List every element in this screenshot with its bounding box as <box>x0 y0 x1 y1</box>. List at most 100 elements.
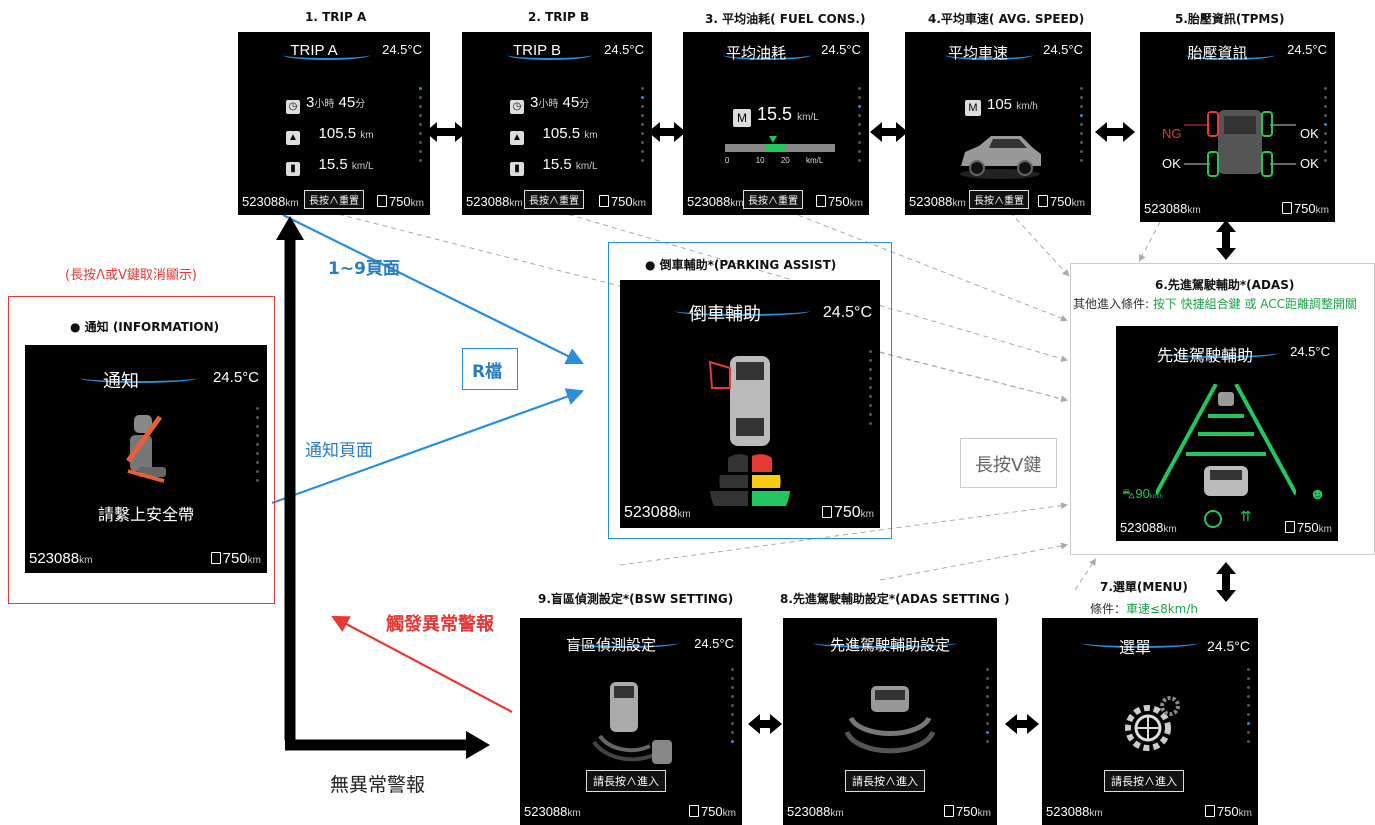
consumption-unit: km/L <box>575 161 598 172</box>
label-abnormal: 觸發異常警報 <box>386 614 494 635</box>
label-notice-page: 通知頁面 <box>305 441 373 461</box>
temperature: 24.5°C <box>382 42 422 57</box>
seatbelt-icon <box>125 415 166 483</box>
page-indicator <box>986 668 989 749</box>
clock-icon: ◷ <box>286 100 300 114</box>
page-indicator <box>858 87 861 168</box>
parking-sensor-graphic <box>708 356 790 506</box>
page-indicator <box>419 87 422 168</box>
enter-button[interactable]: 請長按∧進入 <box>586 770 666 792</box>
info-message: 請繫上安全帶 <box>97 507 194 524</box>
temperature: 24.5°C <box>1043 42 1083 57</box>
odometer: 523088km <box>787 804 844 819</box>
fuel-icon <box>943 805 954 817</box>
fuel-icon <box>815 195 826 207</box>
enter-button[interactable]: 請長按∧進入 <box>1104 770 1184 792</box>
title-menu: 7.選單(MENU) <box>1100 580 1188 594</box>
screen-header: 選單 <box>1118 640 1151 657</box>
fuel-icon <box>376 195 387 207</box>
title-trip-b: 2. TRIP B <box>528 10 590 24</box>
odometer: 523088km <box>909 194 966 209</box>
distance-unit: km <box>360 130 374 141</box>
adas-condition: 其他進入條件: 按下 快捷組合鍵 或 ACC距離調整開關 <box>1073 295 1373 312</box>
fuel-icon <box>1037 195 1048 207</box>
road-icon: ▲ <box>510 131 524 145</box>
scale-unit: km/L <box>805 156 824 165</box>
screen-header: 通知 <box>103 371 139 391</box>
label-long-press-v: 長按V鍵 <box>975 455 1042 476</box>
temperature: 24.5°C <box>1290 344 1330 359</box>
set-speed: ⛍90km/h <box>1122 486 1163 504</box>
screen-header: 盲區偵測設定 <box>565 637 656 654</box>
screen-header: 先進駕駛輔助設定 <box>829 637 950 654</box>
lane-keep-icon: ⇈ <box>1240 508 1252 524</box>
fuel-range: 750km <box>815 194 863 209</box>
reset-button[interactable]: 長按∧重置 <box>743 190 803 209</box>
minutes-unit: 分 <box>355 99 366 110</box>
page-indicator <box>869 350 872 431</box>
fuel-pump-icon: ▮ <box>286 162 300 176</box>
distance-unit: km <box>584 130 598 141</box>
tire-fr-status: OK <box>1300 126 1319 141</box>
enter-button[interactable]: 請長按∧進入 <box>845 770 925 792</box>
tpms-car-diagram <box>1184 110 1296 177</box>
fuel-range: 750km <box>1037 194 1085 209</box>
fuel-unit: km/L <box>797 112 819 123</box>
trip-hours: 3 <box>306 94 315 111</box>
parking-group-box <box>608 242 892 539</box>
fuel-icon <box>1284 521 1295 533</box>
set-speed-value: 90 <box>1135 486 1150 501</box>
hours-unit: 小時 <box>538 99 559 110</box>
road-icon: ▲ <box>286 131 300 145</box>
label-r-gear: R檔 <box>472 362 503 382</box>
temperature: 24.5°C <box>212 369 259 386</box>
temperature: 24.5°C <box>1287 42 1327 57</box>
tire-fl-status: NG <box>1162 126 1182 141</box>
menu-condition: 條件：車速≤8km/h <box>1090 600 1198 617</box>
title-trip-a: 1. TRIP A <box>305 10 367 24</box>
odometer: 523088km <box>1120 520 1177 535</box>
fuel-range: 750km <box>688 804 736 819</box>
reset-button[interactable]: 長按∧重置 <box>304 190 364 209</box>
fuel-range: 750km <box>1204 804 1252 819</box>
reset-button[interactable]: 長按∧重置 <box>524 190 584 209</box>
screen-trip-b: TRIP B 24.5°C ◷3小時 45分 ▲ 105.5 km ▮ 15.5… <box>462 32 652 215</box>
scale-20: 20 <box>780 156 790 165</box>
fuel-pump-icon: ▮ <box>510 162 524 176</box>
adas-condition-prefix: 其他進入條件: <box>1073 297 1153 311</box>
fuel-icon <box>821 506 832 518</box>
tire-rl-status: OK <box>1162 156 1181 171</box>
bsw-car-graphic <box>592 682 672 764</box>
cancel-hint: (長按Λ或V鍵取消顯示) <box>65 268 197 283</box>
title-speed: 4.平均車速( AVG. SPEED) <box>928 12 1085 26</box>
screen-menu: 選單 24.5°C 請長按∧進入 523088km 750km <box>1042 618 1258 825</box>
fuel-icon <box>210 552 221 564</box>
trip-distance: 105.5 <box>318 125 357 142</box>
label-no-abnormal: 無異常警報 <box>330 774 426 796</box>
title-adas-setting: 8.先進駕駛輔助設定*(ADAS SETTING ) <box>780 592 1010 606</box>
fuel-icon <box>688 805 699 817</box>
screen-header: 倒車輔助 <box>689 304 761 324</box>
page-indicator <box>1324 87 1327 168</box>
set-speed-unit: km/h <box>1149 494 1163 500</box>
long-press-v-box <box>960 438 1057 488</box>
temperature: 24.5°C <box>822 304 872 321</box>
title-parking: ● 倒車輔助*(PARKING ASSIST) <box>645 258 837 272</box>
screen-trip-a: TRIP A 24.5°C ◷3小時 45分 ▲ 105.5 km ▮ 15.5… <box>238 32 430 215</box>
scale-10: 10 <box>755 156 765 165</box>
mode-badge: M <box>965 100 981 116</box>
odometer: 523088km <box>624 504 691 521</box>
screen-header: 平均車速 <box>947 45 1008 62</box>
page-indicator <box>1247 668 1250 749</box>
title-bsw: 9.盲區偵測設定*(BSW SETTING) <box>538 592 734 606</box>
screen-bsw-setting: 盲區偵測設定 24.5°C 請長按∧進入 523088km 750km <box>520 618 742 825</box>
screen-adas-setting: 先進駕駛輔助設定 請長按∧進入 523088km 750km <box>783 618 997 825</box>
odometer: 523088km <box>242 194 299 209</box>
reset-button[interactable]: 長按∧重置 <box>969 190 1029 209</box>
driver-attention-icon: ☻ <box>1309 486 1326 503</box>
screen-header: 先進駕駛輔助 <box>1156 348 1253 365</box>
title-tpms: 5.胎壓資訊(TPMS) <box>1175 12 1285 26</box>
steering-icon <box>1204 510 1222 528</box>
